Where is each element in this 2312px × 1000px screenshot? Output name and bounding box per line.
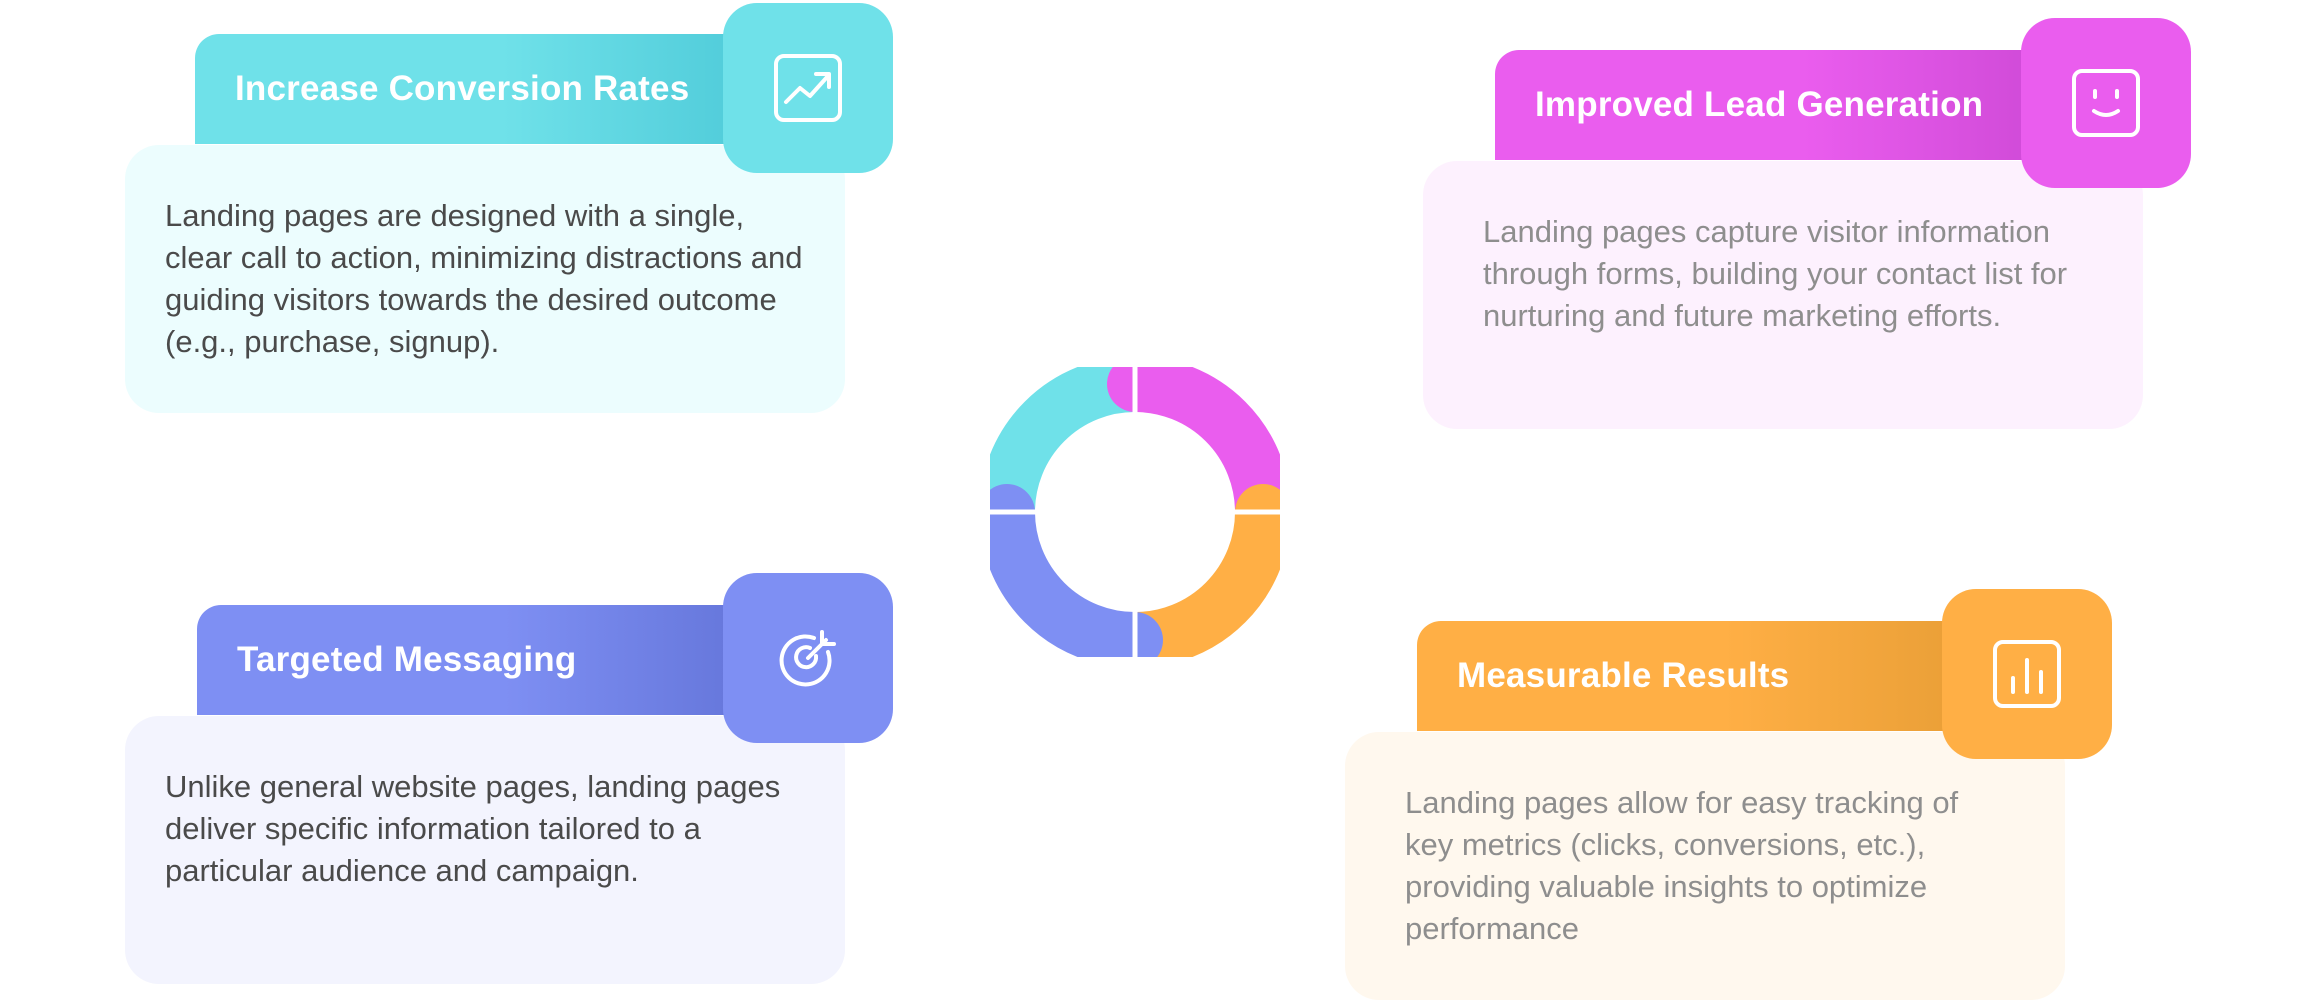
card-description: Landing pages capture visitor informatio…	[1483, 214, 2068, 333]
card-targeted-messaging: Unlike general website pages, landing pa…	[125, 716, 845, 984]
card-title: Increase Conversion Rates	[235, 69, 690, 108]
icon-box-increase-conversion	[723, 3, 893, 173]
card-increase-conversion: Landing pages are designed with a single…	[125, 145, 845, 413]
banner-improved-lead-generation: Improved Lead Generation	[1495, 50, 2055, 160]
center-donut	[990, 367, 1280, 657]
donut-segment-indigo	[990, 484, 1163, 657]
card-improved-lead-generation: Landing pages capture visitor informatio…	[1423, 161, 2143, 429]
icon-box-measurable-results	[1942, 589, 2112, 759]
card-measurable-results: Landing pages allow for easy tracking of…	[1345, 732, 2065, 1000]
icon-box-improved-lead-generation	[2021, 18, 2191, 188]
trending-up-icon	[774, 54, 842, 122]
card-description: Unlike general website pages, landing pa…	[165, 769, 781, 888]
card-title: Improved Lead Generation	[1535, 85, 1984, 124]
smiley-face-icon	[2072, 69, 2140, 137]
banner-increase-conversion: Increase Conversion Rates	[195, 34, 755, 144]
banner-measurable-results: Measurable Results	[1417, 621, 1977, 731]
card-description: Landing pages are designed with a single…	[165, 198, 803, 359]
card-title: Targeted Messaging	[237, 640, 577, 679]
bar-chart-icon	[1993, 640, 2061, 708]
target-arrow-icon	[779, 630, 836, 687]
icon-box-targeted-messaging	[723, 573, 893, 743]
card-title: Measurable Results	[1457, 656, 1790, 695]
banner-targeted-messaging: Targeted Messaging	[197, 605, 757, 715]
card-description: Landing pages allow for easy tracking of…	[1405, 785, 1959, 946]
